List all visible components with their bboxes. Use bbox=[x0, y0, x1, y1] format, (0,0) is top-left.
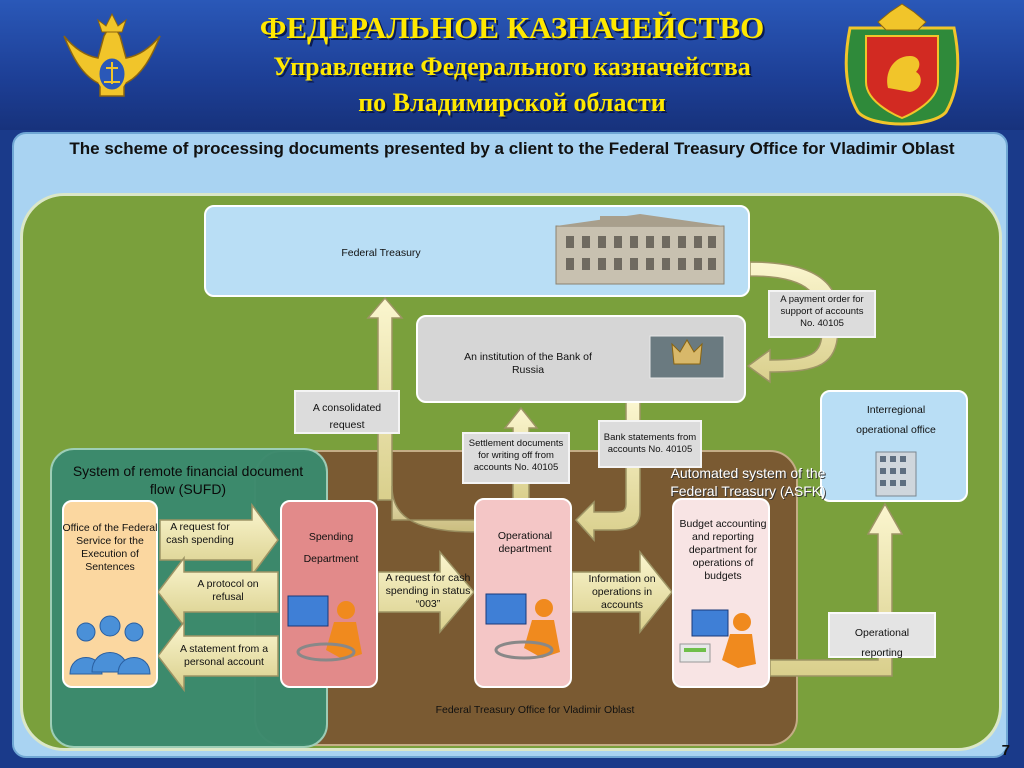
ftovo-label: Federal Treasury Office for Vladimir Obl… bbox=[435, 704, 635, 716]
interregional-office-box: Interregional operational office bbox=[820, 390, 968, 502]
protocol-refusal-label: A protocol on refusal bbox=[197, 578, 259, 603]
info-operations-label: Information on operations in accounts bbox=[588, 573, 656, 611]
header-line-1: ФЕДЕРАЛЬНОЕ КАЗНАЧЕЙСТВО bbox=[259, 10, 765, 45]
interregional-office-label: Interregional operational office bbox=[856, 404, 936, 436]
header-line-2: Управление Федерального казначейства bbox=[273, 52, 751, 81]
payment-order-note: A payment order for support of accounts … bbox=[768, 290, 876, 338]
federal-treasury-box: Federal Treasury bbox=[204, 205, 750, 297]
budget-dept-box: Budget accounting and reporting departme… bbox=[672, 498, 770, 688]
request-cash-label: A request for cash spending bbox=[166, 521, 234, 546]
slide-title: The scheme of processing documents prese… bbox=[69, 139, 955, 158]
sufd-label: System of remote financial document flow… bbox=[72, 463, 304, 497]
statement-personal-label: A statement from a personal account bbox=[179, 643, 269, 668]
bank-statements-note: Bank statements from accounts No. 40105 bbox=[598, 420, 702, 468]
page-number: 7 bbox=[1001, 742, 1010, 759]
office-fs-label: Office of the Federal Service for the Ex… bbox=[62, 522, 158, 573]
federal-treasury-label: Federal Treasury bbox=[341, 247, 421, 259]
operational-dept-box: Operational department bbox=[474, 498, 572, 688]
asfk-label: Automated system of the Federal Treasury… bbox=[670, 465, 826, 499]
settlement-docs-note: Settlement documents for writing off fro… bbox=[462, 432, 570, 484]
header-line-3: по Владимирской области bbox=[358, 88, 666, 117]
consolidated-request-note: A consolidated request bbox=[294, 390, 400, 434]
spending-dept-box: Spending Department bbox=[280, 500, 378, 688]
office-fs-box: Office of the Federal Service for the Ex… bbox=[62, 500, 158, 688]
operational-dept-label: Operational department bbox=[497, 530, 553, 555]
operational-reporting-note: Operational reporting bbox=[828, 612, 936, 659]
bank-of-russia-box: An institution of the Bank of Russia bbox=[416, 315, 746, 403]
spending-dept-label: Spending Department bbox=[303, 531, 359, 565]
request-003-label: A request for cash spending in status “0… bbox=[385, 572, 471, 610]
budget-dept-label: Budget accounting and reporting departme… bbox=[679, 518, 767, 582]
bank-of-russia-label: An institution of the Bank of Russia bbox=[464, 351, 592, 376]
